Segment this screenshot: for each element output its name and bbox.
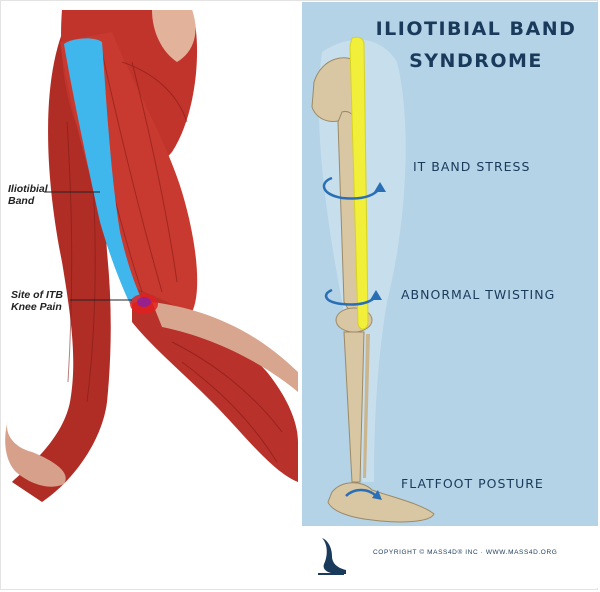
rotation-arrows: [322, 176, 381, 497]
fibula-bone: [363, 334, 370, 478]
label-abnormal-twisting: ABNORMAL TWISTING: [401, 287, 556, 302]
tibia-bone: [343, 331, 365, 483]
twist-arrow-icon: [324, 288, 378, 306]
label-flatfoot-posture: FLATFOOT POSTURE: [401, 476, 544, 491]
title-line-2: SYNDROME: [409, 50, 543, 72]
iliotibial-band-label: Iliotibial Band: [8, 183, 48, 207]
it-band-yellow: [349, 36, 369, 330]
knee-pain-core: [137, 297, 151, 307]
far-foot: [5, 420, 66, 487]
flatfoot-arrow-icon: [345, 488, 377, 497]
knee-pain-label: Site of ITB Knee Pain: [11, 289, 63, 313]
twist-arrowhead-icon: [370, 290, 382, 300]
syndrome-panel: ILIOTIBIAL BAND SYNDROME IT BAND STRESS …: [302, 2, 598, 588]
mass4d-foot-logo-icon: [318, 538, 346, 575]
label-it-band-stress: IT BAND STRESS: [413, 159, 531, 174]
copyright-notice: COPYRIGHT © MASS4D® INC · WWW.MASS4D.ORG: [373, 549, 558, 556]
flatfoot-arrowhead-icon: [372, 490, 382, 500]
near-shin: [152, 302, 298, 392]
skeleton-illustration: [311, 36, 435, 523]
hip-skin: [152, 10, 196, 62]
title-line-1: ILIOTIBIAL BAND: [375, 18, 577, 40]
iliotibial-band: [64, 38, 142, 304]
stress-arrow-icon: [322, 176, 381, 200]
muscle-illustration: [5, 10, 298, 502]
footer: COPYRIGHT © MASS4D® INC · WWW.MASS4D.ORG: [302, 526, 598, 588]
stress-arrowhead-icon: [374, 182, 386, 192]
near-calf: [132, 287, 298, 482]
anatomy-panel: Iliotibial Band Site of ITB Knee Pain: [2, 2, 300, 588]
foot-bones: [327, 482, 435, 523]
